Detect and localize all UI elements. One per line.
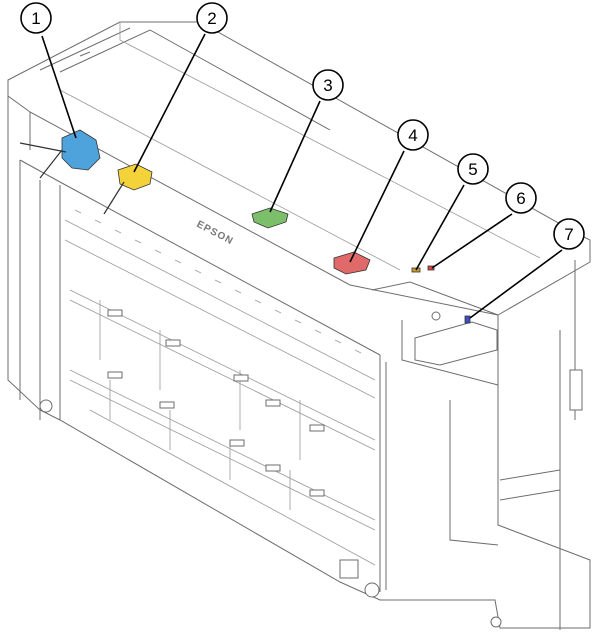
part-4-shape [333, 251, 371, 275]
part-2 [103, 163, 153, 215]
callout-3: 3 [312, 69, 344, 101]
callout-3-label: 3 [323, 76, 332, 95]
leader-line-4 [349, 150, 405, 263]
part-3 [251, 207, 289, 229]
leader-line-7 [469, 249, 563, 319]
callout-2: 2 [196, 2, 228, 34]
leader-line-1 [41, 35, 77, 139]
callout-6: 6 [505, 182, 537, 214]
part-7 [464, 315, 471, 324]
callout-5-label: 5 [468, 160, 477, 179]
callout-1: 1 [20, 2, 52, 34]
callout-5: 5 [457, 153, 489, 185]
part-4 [333, 251, 371, 275]
leader-line-3 [269, 100, 321, 213]
printer-body [7, 21, 591, 630]
part-1-shape [61, 129, 101, 171]
part-1 [19, 129, 101, 179]
leader-line-5 [415, 184, 465, 271]
callout-2-label: 2 [207, 9, 216, 28]
highlighted-parts [19, 129, 471, 324]
callout-4: 4 [397, 119, 429, 151]
callout-7: 7 [553, 218, 585, 250]
leader-line-6 [431, 213, 513, 269]
part-6 [427, 265, 435, 271]
callout-6-label: 6 [516, 189, 525, 208]
callouts: 1 2 3 4 5 6 7 [20, 2, 585, 250]
leader-lines [41, 33, 563, 319]
part-2-shape [117, 163, 153, 191]
callout-4-label: 4 [408, 126, 417, 145]
part-3-shape [251, 207, 289, 229]
part-6-shape [427, 265, 435, 271]
brand-label: EPSON [195, 219, 235, 247]
part-7-shape [464, 315, 471, 324]
callout-1-label: 1 [31, 9, 40, 28]
leader-line-2 [133, 33, 206, 173]
callout-7-label: 7 [564, 225, 573, 244]
